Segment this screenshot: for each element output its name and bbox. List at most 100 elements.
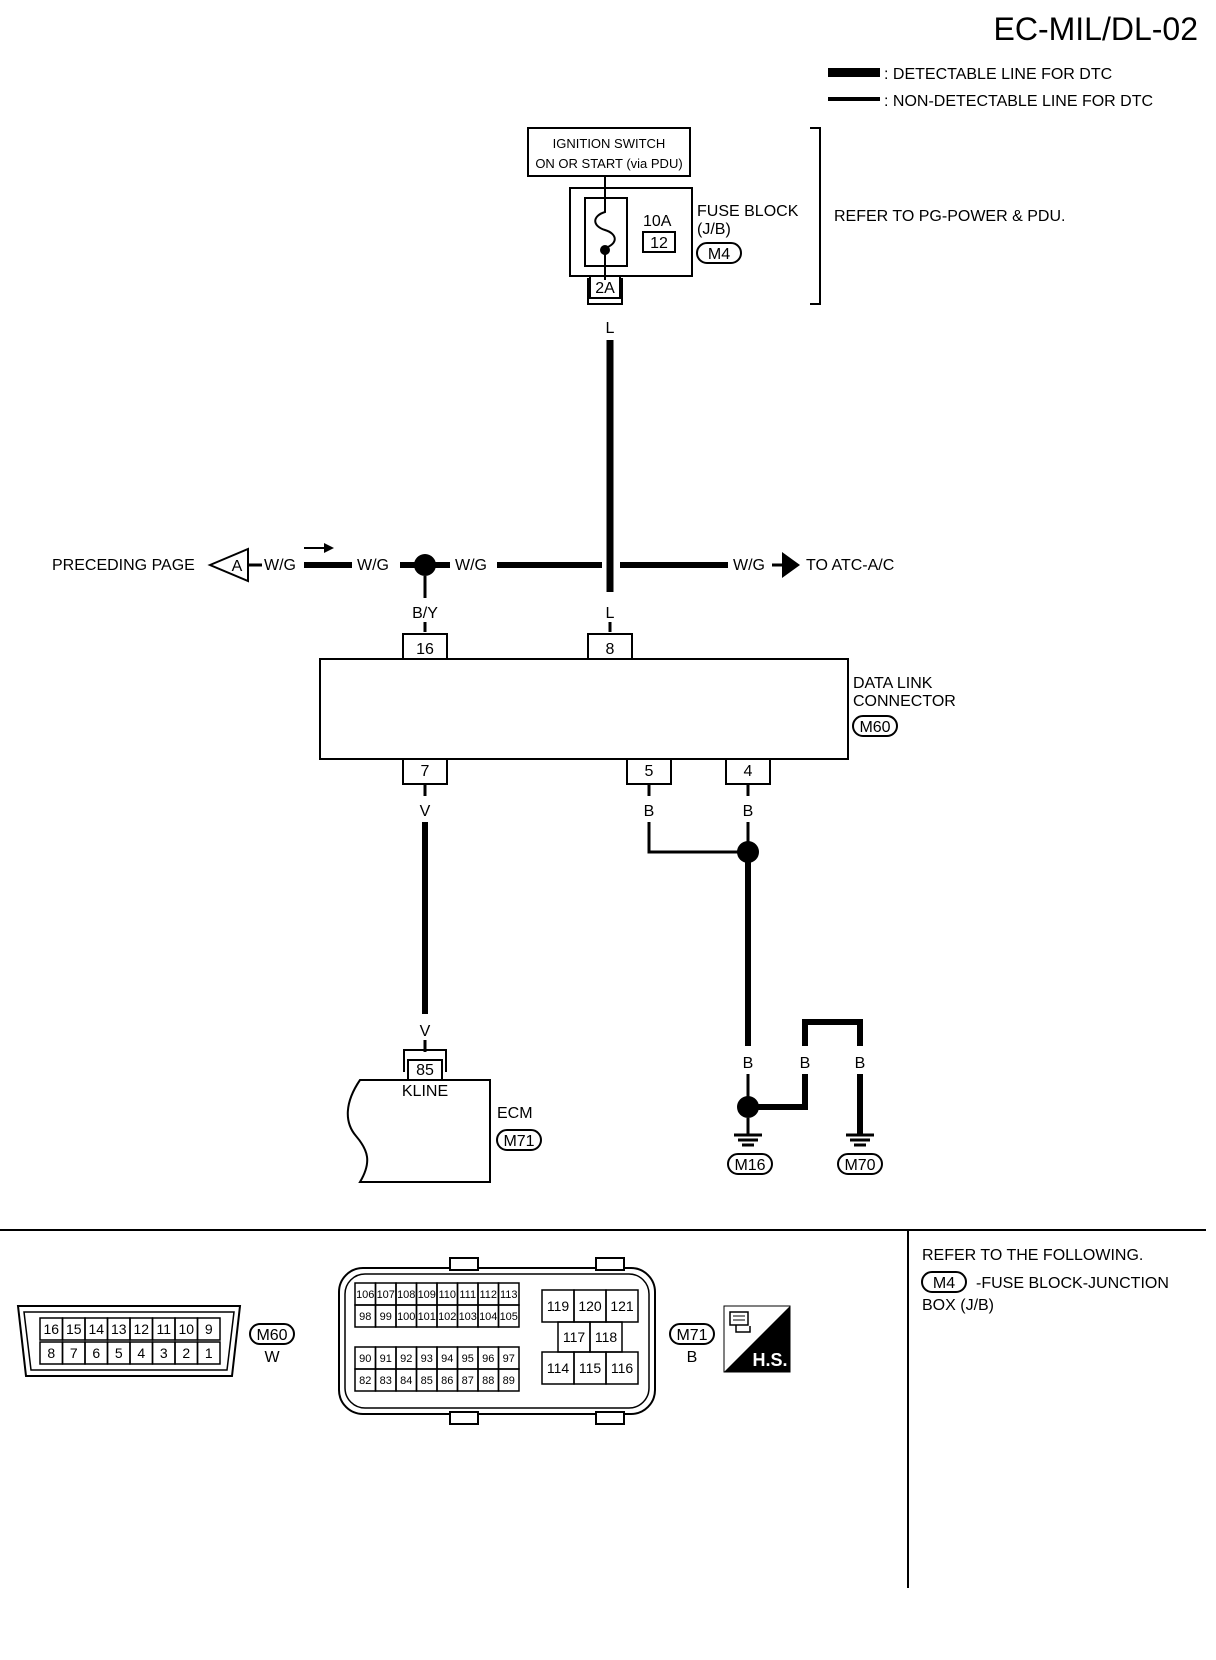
fuse-block-label: FUSE BLOCK bbox=[697, 203, 799, 220]
legend-non-detectable-line bbox=[828, 97, 880, 101]
m71-pin-93-label: 93 bbox=[421, 1353, 433, 1365]
connector-hand-icon bbox=[729, 1311, 751, 1333]
legend-detectable-text: : DETECTABLE LINE FOR DTC bbox=[884, 66, 1112, 83]
m60-pin-2: 2 bbox=[174, 1341, 199, 1365]
m71-pin-116-label: 116 bbox=[611, 1360, 634, 1376]
m71-pin-88: 88 bbox=[477, 1368, 500, 1392]
m71-pin-108: 108 bbox=[395, 1282, 418, 1306]
m71-pin-84: 84 bbox=[395, 1368, 418, 1392]
refer-bracket bbox=[810, 127, 821, 305]
m71-pin-117: 117 bbox=[557, 1321, 591, 1353]
wire-label-wg-left: W/G bbox=[264, 557, 296, 574]
m71-pin-97: 97 bbox=[497, 1346, 520, 1370]
wire-label-v-top: V bbox=[420, 803, 431, 820]
m71-pin-99: 99 bbox=[374, 1304, 397, 1328]
m71-pin-107: 107 bbox=[374, 1282, 397, 1306]
fuse-number: 12 bbox=[650, 235, 668, 252]
m71-pin-109-label: 109 bbox=[418, 1289, 436, 1301]
m71-pin-121-label: 121 bbox=[610, 1298, 634, 1314]
m71-pin-85-label: 85 bbox=[421, 1375, 433, 1387]
wire-label-wg-mid1: W/G bbox=[357, 557, 389, 574]
dlc-pin-8: 8 bbox=[606, 641, 615, 658]
m60-pin-1: 1 bbox=[196, 1341, 221, 1365]
m60-pin-7: 7 bbox=[61, 1341, 86, 1365]
splice-wg bbox=[414, 554, 436, 576]
m71-pin-85: 85 bbox=[415, 1368, 438, 1392]
m71-pin-112-label: 112 bbox=[479, 1289, 497, 1301]
m71-pin-87-label: 87 bbox=[462, 1375, 474, 1387]
m71-pin-111: 111 bbox=[456, 1282, 479, 1306]
m71-pin-86-label: 86 bbox=[441, 1375, 453, 1387]
m71-pin-98-label: 98 bbox=[359, 1311, 371, 1323]
wire-label-wg-right: W/G bbox=[733, 557, 765, 574]
m60-pin-6-label: 6 bbox=[92, 1345, 100, 1361]
wire-label-b-ground1: B bbox=[743, 1055, 754, 1072]
ignition-switch-sublabel: ON OR START (via PDU) bbox=[535, 156, 682, 171]
m71-pin-117-label: 117 bbox=[563, 1329, 586, 1345]
m71-pin-106-label: 106 bbox=[356, 1289, 374, 1301]
m71-pin-91-label: 91 bbox=[380, 1353, 392, 1365]
wire-label-b-pin4: B bbox=[743, 803, 754, 820]
wire-label-l-top: L bbox=[606, 320, 615, 337]
refer-box-title: REFER TO THE FOLLOWING. bbox=[922, 1247, 1143, 1264]
m71-pin-95: 95 bbox=[456, 1346, 479, 1370]
m60-pin-9: 9 bbox=[196, 1317, 221, 1341]
fuse-terminal bbox=[589, 275, 621, 299]
m71-pin-109: 109 bbox=[415, 1282, 438, 1306]
legend-detectable-line bbox=[828, 68, 880, 77]
ground-m16: M16 bbox=[734, 1157, 765, 1174]
m71-pin-112: 112 bbox=[477, 1282, 500, 1306]
m60-pin-5: 5 bbox=[106, 1341, 131, 1365]
m60-pin-16-label: 16 bbox=[43, 1321, 59, 1337]
m71-pin-96-label: 96 bbox=[482, 1353, 494, 1365]
preceding-page-label: PRECEDING PAGE bbox=[52, 557, 195, 574]
m71-pin-102: 102 bbox=[436, 1304, 459, 1328]
ignition-switch: IGNITION SWITCH ON OR START (via PDU) bbox=[527, 127, 691, 177]
m60-pin-8-label: 8 bbox=[47, 1345, 55, 1361]
dlc-pin-7: 7 bbox=[421, 763, 430, 780]
m60-pin-7-label: 7 bbox=[70, 1345, 78, 1361]
m71-pin-119: 119 bbox=[541, 1289, 575, 1323]
m71-pin-86: 86 bbox=[436, 1368, 459, 1392]
wire-label-b-ground3: B bbox=[855, 1055, 866, 1072]
ecm-block bbox=[346, 1049, 491, 1183]
m71-pin-104: 104 bbox=[477, 1304, 500, 1328]
m71-pin-106: 106 bbox=[354, 1282, 377, 1306]
m71-pin-101-label: 101 bbox=[418, 1311, 436, 1323]
m71-pin-103: 103 bbox=[456, 1304, 479, 1328]
m71-code: M71 bbox=[676, 1327, 707, 1344]
m71-pin-119-label: 119 bbox=[547, 1298, 570, 1314]
m71-pin-105: 105 bbox=[497, 1304, 520, 1328]
m71-pin-92: 92 bbox=[395, 1346, 418, 1370]
m60-pin-10-label: 10 bbox=[178, 1321, 194, 1337]
m71-pin-114: 114 bbox=[541, 1351, 575, 1385]
m71-pin-97-label: 97 bbox=[503, 1353, 515, 1365]
hs-badge: H.S. bbox=[723, 1305, 791, 1373]
m60-pin-14-label: 14 bbox=[88, 1321, 104, 1337]
dlc-pin-16: 16 bbox=[416, 641, 434, 658]
fuse-block-connector: M4 bbox=[708, 246, 730, 263]
page-title: EC-MIL/DL-02 bbox=[994, 11, 1199, 47]
m60-pin-16: 16 bbox=[39, 1317, 64, 1341]
m60-pin-11: 11 bbox=[151, 1317, 176, 1341]
wire-label-l-dlc: L bbox=[606, 605, 615, 622]
m60-pin-14: 14 bbox=[84, 1317, 109, 1341]
to-atc-label: TO ATC-A/C bbox=[806, 557, 894, 574]
m71-pin-108-label: 108 bbox=[397, 1289, 415, 1301]
ignition-switch-label: IGNITION SWITCH bbox=[553, 136, 666, 151]
m71-pin-102-label: 102 bbox=[438, 1311, 456, 1323]
m71-pin-103-label: 103 bbox=[459, 1311, 477, 1323]
hs-label: H.S. bbox=[752, 1350, 787, 1370]
ground-m70: M70 bbox=[844, 1157, 875, 1174]
refer-box-line2: -FUSE BLOCK-JUNCTION bbox=[976, 1275, 1169, 1292]
fuse-icon bbox=[594, 196, 616, 280]
m71-pin-104-label: 104 bbox=[479, 1311, 497, 1323]
dlc-pin-5: 5 bbox=[645, 763, 654, 780]
data-link-connector bbox=[319, 633, 849, 785]
m71-pin-82-label: 82 bbox=[359, 1375, 371, 1387]
fuse-block: 10A 12 bbox=[569, 187, 693, 280]
m71-pin-88-label: 88 bbox=[482, 1375, 494, 1387]
m71-pin-116: 116 bbox=[605, 1351, 639, 1385]
splice-ground-lower bbox=[737, 1096, 759, 1118]
